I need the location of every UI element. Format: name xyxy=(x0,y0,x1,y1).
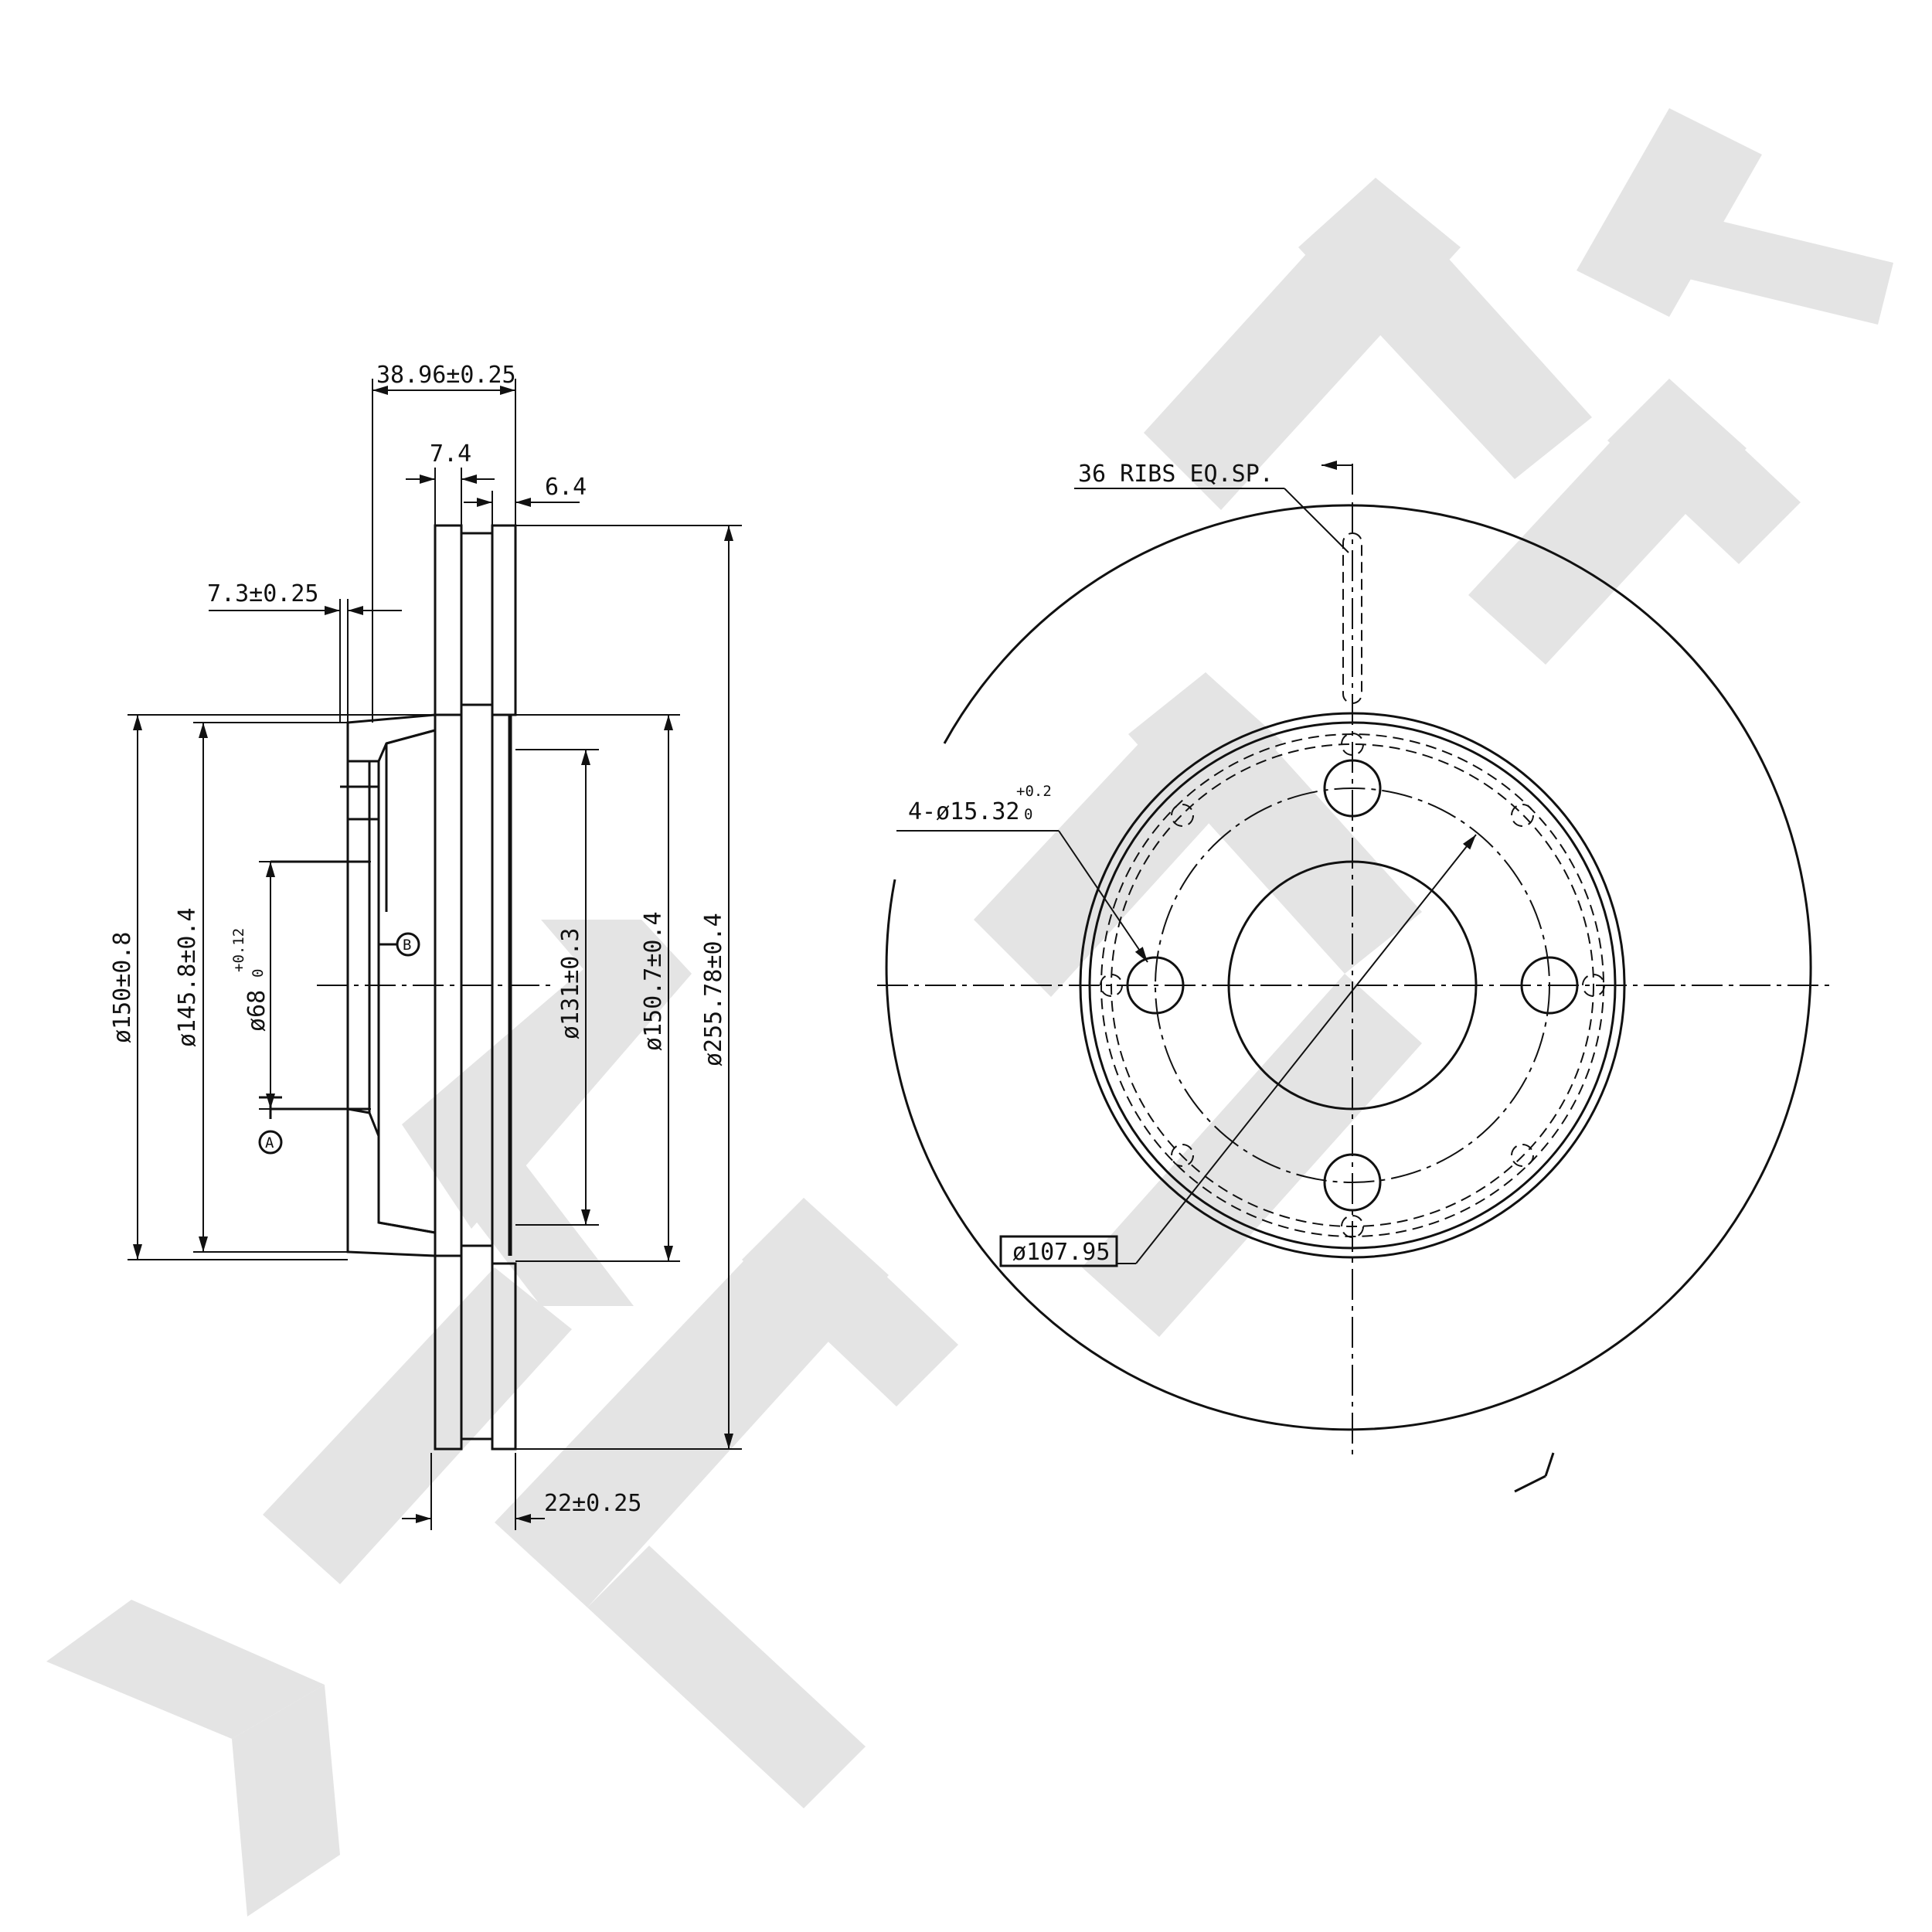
datum-a-label: A xyxy=(265,1134,274,1151)
lower-inner-ring xyxy=(434,1254,463,1451)
outer-disc-outline xyxy=(885,504,1812,1431)
dim-center-bore-tol-lower: 0 xyxy=(250,969,267,978)
pcd-label: ø107.95 xyxy=(1012,1239,1110,1266)
watermark-logo xyxy=(46,108,1893,1917)
upper-outer-ring xyxy=(491,524,517,716)
dim-hat-diameter: ø145.8±0.4 xyxy=(174,907,201,1047)
ribs-note: 36 RIBS EQ.SP. xyxy=(1078,461,1274,488)
dim-overall-width: 38.96±0.25 xyxy=(376,362,516,389)
dim-outer-ring: 6.4 xyxy=(545,474,587,501)
dim-inner-ring-diameter: ø150.7±0.4 xyxy=(640,911,667,1051)
bolt-holes-note: 4-ø15.32 xyxy=(908,798,1020,825)
bolt-holes-tol-lower: 0 xyxy=(1024,806,1032,823)
dim-disc-thickness: 22±0.25 xyxy=(544,1490,641,1517)
dim-outer-diameter: ø255.78±0.4 xyxy=(700,913,727,1066)
upper-hub-flange xyxy=(346,818,371,863)
dim-hub-offset: 7.3±0.25 xyxy=(207,580,319,607)
dim-hub-step-diameter: ø150±0.8 xyxy=(109,932,136,1044)
upper-hat-section xyxy=(346,713,437,763)
dim-center-bore: ø68 xyxy=(243,990,270,1032)
dim-ventilation-gap: 7.4 xyxy=(430,440,471,468)
dim-inner-vane-diameter: ø131±0.3 xyxy=(557,928,584,1040)
pcd-label-box xyxy=(999,1235,1118,1267)
lower-outer-ring xyxy=(491,1262,517,1451)
dim-center-bore-tol-upper: +0.12 xyxy=(230,928,247,972)
front-view: 36 RIBS EQ.SP. 4-ø15.32 +0.2 0 ø107.95 xyxy=(877,461,1832,1493)
upper-inner-ring xyxy=(434,524,463,716)
side-section-view: 38.96±0.25 7.4 6.4 7.3±0.25 22±0.25 ø150… xyxy=(109,362,742,1530)
bolt-holes-tol-upper: +0.2 xyxy=(1016,783,1052,800)
datum-b-label: B xyxy=(403,937,411,954)
rib-slot xyxy=(1342,532,1362,704)
